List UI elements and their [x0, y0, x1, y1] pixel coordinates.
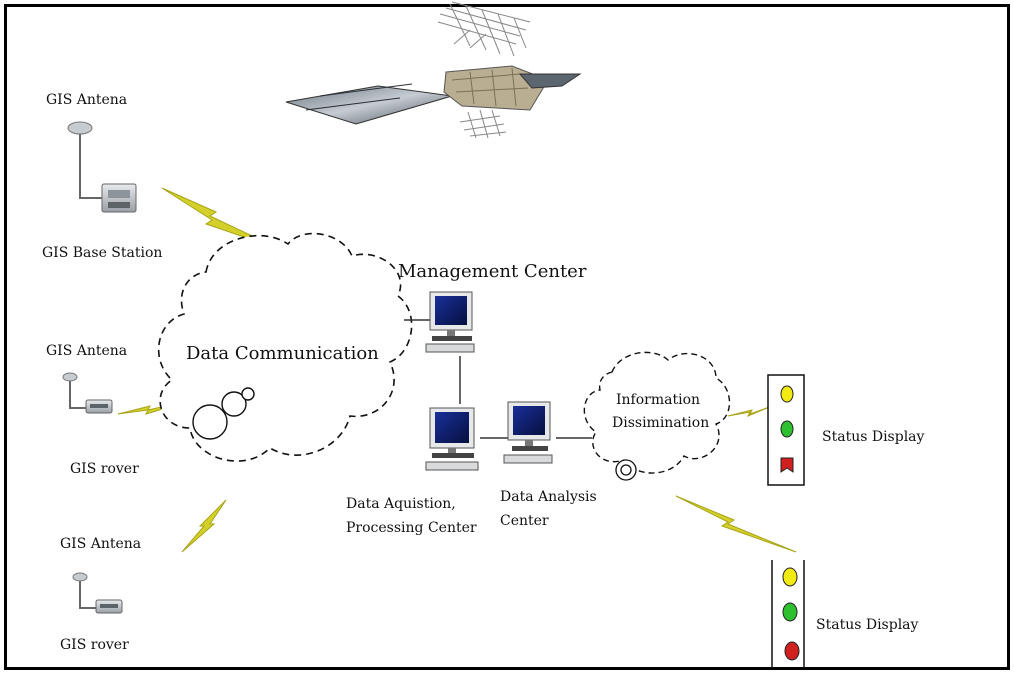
antenna-icon [72, 572, 98, 609]
data-analysis-label-line1: Data Analysis [500, 489, 597, 505]
data-analysis-label-line2: Center [500, 513, 549, 529]
data-acquisition-computer-icon [425, 407, 479, 471]
lightning-signal-icon [181, 499, 227, 553]
cloud-thought-bubble [615, 459, 637, 481]
gis-rover-label: GIS rover [70, 461, 139, 477]
management-center-computer-icon [425, 291, 475, 353]
connector-lines [404, 319, 592, 439]
status-display-label: Status Display [822, 429, 925, 445]
gis-rover-label: GIS rover [60, 637, 129, 653]
data-acquisition-label-line1: Data Aquistion, [346, 496, 456, 512]
gis-rover-icon [85, 399, 113, 414]
gis-antena-label: GIS Antena [46, 343, 128, 359]
information-dissemination-cloud [583, 351, 731, 474]
antenna-icon [62, 372, 88, 409]
antenna-icon [67, 121, 104, 199]
information-dissemination-label-line1: Information [616, 392, 701, 408]
satellite-icon [285, 1, 582, 139]
gis-rover-icon [95, 599, 123, 614]
data-analysis-computer-icon [503, 401, 553, 464]
status-display-label: Status Display [816, 617, 919, 633]
gis-antena-label: GIS Antena [60, 536, 142, 552]
lightning-signal-icon [675, 495, 797, 553]
diagram-border [4, 4, 1010, 670]
lightning-signal-icon [727, 405, 773, 417]
gis-base-station-label: GIS Base Station [42, 245, 163, 261]
management-center-label: Management Center [398, 261, 587, 282]
data-communication-label: Data Communication [186, 343, 379, 364]
gis-base-station-icon [101, 183, 137, 213]
data-acquisition-label-line2: Processing Center [346, 520, 477, 536]
traffic-light-icon [771, 560, 805, 668]
information-dissemination-label-line2: Dissimination [612, 415, 710, 431]
traffic-light-icon [767, 374, 805, 486]
cloud-thought-bubble [192, 387, 255, 440]
gis-antena-label: GIS Antena [46, 92, 128, 108]
